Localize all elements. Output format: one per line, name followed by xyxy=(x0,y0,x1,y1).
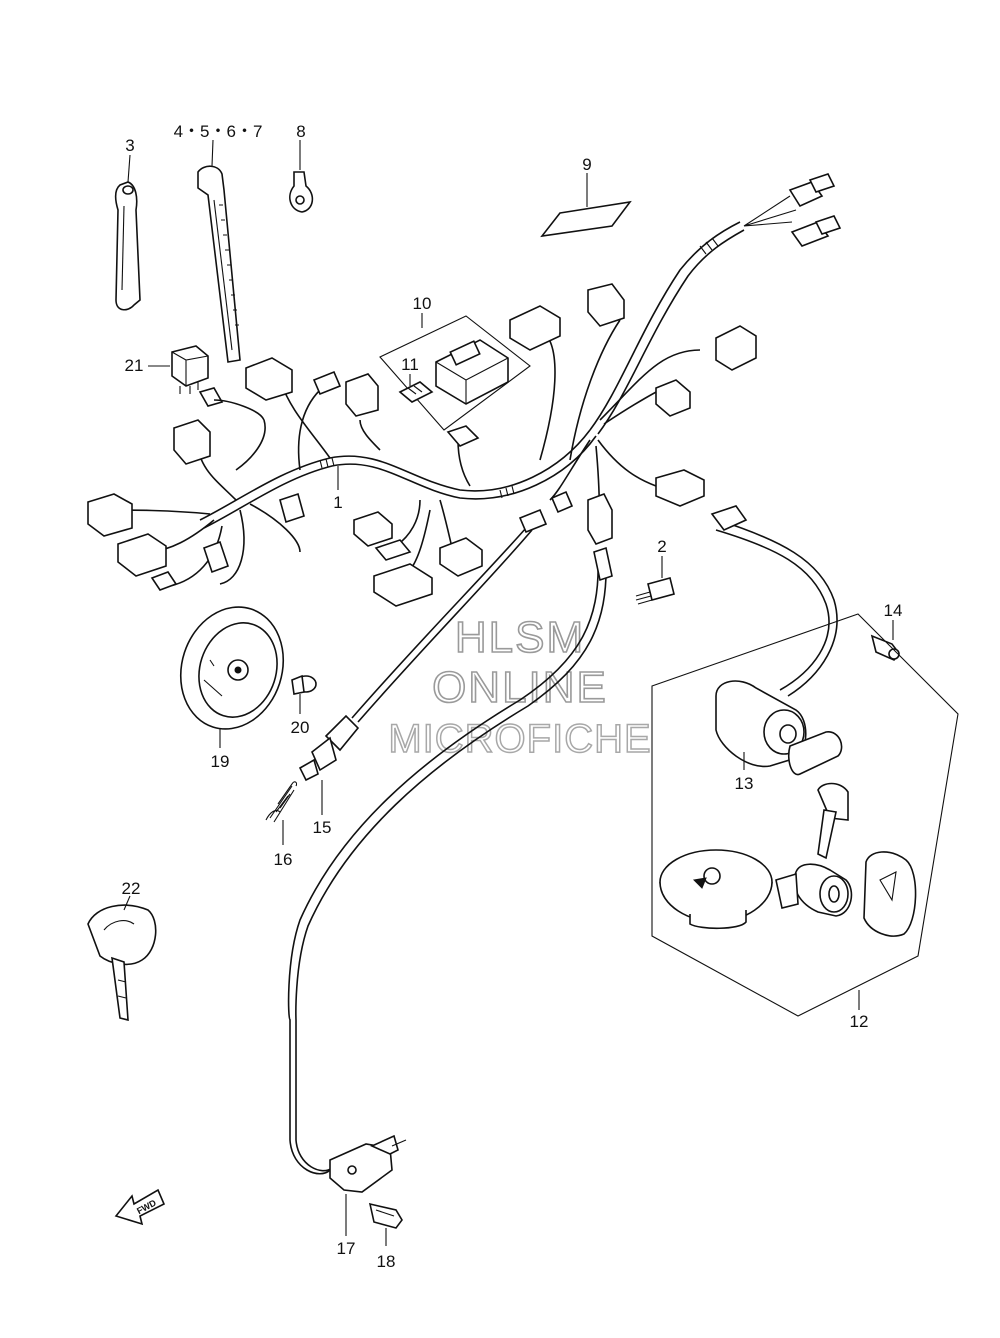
part-4-7-cable-tie[interactable] xyxy=(197,165,241,363)
watermark-line1: HLSM xyxy=(455,613,585,662)
fuel-cap[interactable] xyxy=(659,849,773,930)
leader-4567 xyxy=(211,139,214,167)
ignition-cable xyxy=(717,519,838,697)
leader-3 xyxy=(127,154,131,183)
part-9-label[interactable] xyxy=(540,200,632,238)
part-11-fuse[interactable] xyxy=(398,381,434,403)
label-15: 15 xyxy=(313,818,332,837)
label-9: 9 xyxy=(582,155,591,174)
part-15-switch[interactable] xyxy=(298,714,360,782)
label-16: 16 xyxy=(274,850,293,869)
label-21: 21 xyxy=(125,356,144,375)
part-8-terminal[interactable] xyxy=(289,171,314,213)
part-16-spring[interactable] xyxy=(265,781,298,823)
switch-cable-15 xyxy=(351,527,527,719)
part-10-fuse-box-group[interactable] xyxy=(379,315,531,431)
part-19-horn[interactable] xyxy=(165,594,298,743)
label-1: 1 xyxy=(333,493,342,512)
part-10-fuse-box[interactable] xyxy=(435,339,509,405)
lock-key[interactable] xyxy=(863,851,917,937)
part-1-wiring-harness[interactable] xyxy=(87,173,842,607)
label-12: 12 xyxy=(850,1012,869,1031)
part-14-bolt[interactable] xyxy=(870,634,900,662)
label-18: 18 xyxy=(377,1252,396,1271)
leader-22 xyxy=(123,895,131,911)
switch-cable-17 xyxy=(287,559,599,1175)
seat-lock[interactable] xyxy=(775,863,853,917)
part-12-lock-set[interactable] xyxy=(651,613,959,1017)
label-4567: 4・5・6・7 xyxy=(174,122,263,141)
watermark-line2: ONLINE xyxy=(432,663,608,712)
label-14: 14 xyxy=(884,601,903,620)
label-10: 10 xyxy=(413,294,432,313)
part-20-screw[interactable] xyxy=(291,674,317,695)
label-17: 17 xyxy=(337,1239,356,1258)
fwd-arrow-icon: FWD xyxy=(114,1188,166,1226)
label-13: 13 xyxy=(735,774,754,793)
ignition-connector xyxy=(710,505,748,531)
label-22: 22 xyxy=(122,879,141,898)
part-13-ignition-switch[interactable] xyxy=(715,680,849,860)
label-2: 2 xyxy=(657,537,666,556)
label-8: 8 xyxy=(296,122,305,141)
part-21-relay[interactable] xyxy=(171,345,209,394)
label-20: 20 xyxy=(291,718,310,737)
part-17-switch[interactable] xyxy=(329,1134,407,1193)
part-2-connector[interactable] xyxy=(635,577,675,605)
part-3-band-clamp[interactable] xyxy=(114,181,141,311)
connector-15 xyxy=(518,508,548,534)
label-19: 19 xyxy=(211,752,230,771)
part-18-bolt[interactable] xyxy=(368,1202,403,1229)
watermark-line3: MICROFICHE xyxy=(388,717,651,761)
label-3: 3 xyxy=(125,136,134,155)
connector-17 xyxy=(593,546,613,582)
label-11: 11 xyxy=(401,355,419,374)
part-22-key[interactable] xyxy=(87,904,157,1022)
